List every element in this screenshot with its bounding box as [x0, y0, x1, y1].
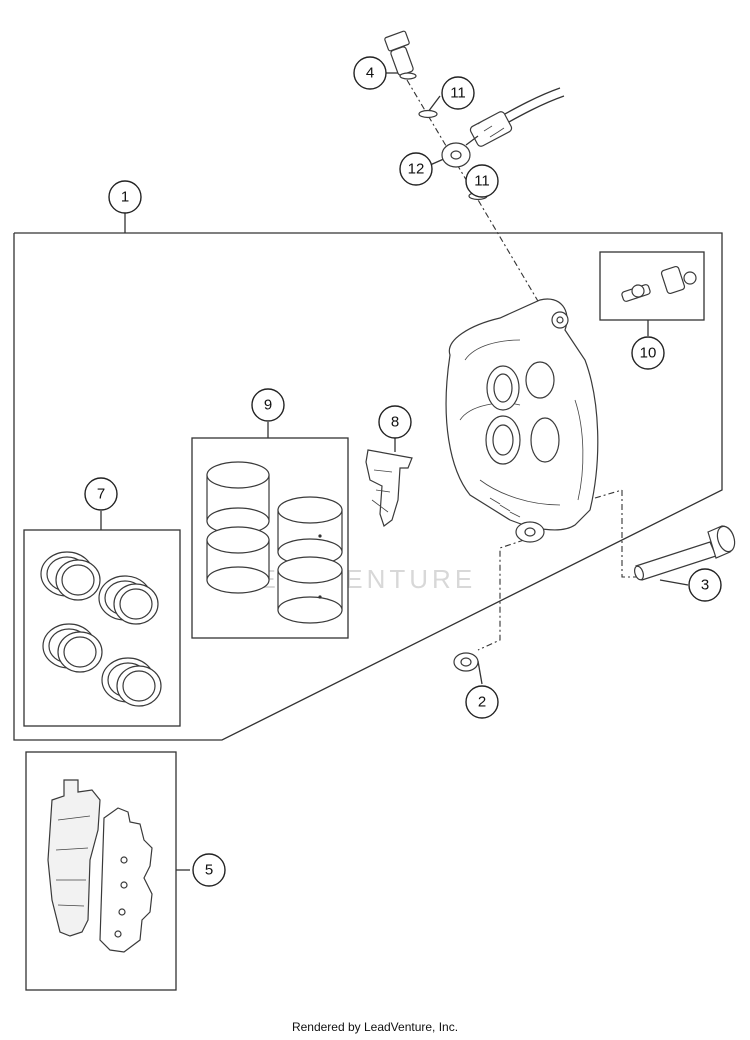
assembly-outline: [13, 232, 723, 741]
sealing-ring-part-11-upper: [418, 109, 438, 119]
bleeder-kit-part-10: [599, 251, 705, 321]
callout-2: 2: [465, 685, 499, 719]
callout-12: 12: [399, 152, 433, 186]
callout-label: 5: [205, 862, 213, 879]
callout-label: 10: [640, 345, 657, 362]
banjo-bolt-part-4: [384, 30, 417, 80]
assembly-dash-lines: [406, 79, 636, 651]
brake-line-part-12: [441, 87, 565, 168]
callout-3: 3: [688, 568, 722, 602]
callout-11-upper: 11: [441, 76, 475, 110]
callout-label: 12: [408, 161, 425, 178]
watermark-text: LEADVENTURE: [240, 564, 476, 594]
callout-label: 3: [701, 577, 709, 594]
brake-caliper-body: [445, 298, 599, 543]
bolt-part-3: [634, 525, 736, 581]
callout-label: 7: [97, 486, 105, 503]
callout-label: 1: [121, 189, 129, 206]
callout-4: 4: [353, 56, 387, 90]
pistons-part-9: [191, 437, 349, 639]
pad-spring-part-8: [365, 449, 413, 527]
callout-11-lower: 11: [465, 164, 499, 198]
callout-label: 4: [366, 65, 374, 82]
callout-7: 7: [84, 477, 118, 511]
seal-rings-part-7: [23, 529, 181, 727]
footer-credit: Rendered by LeadVenture, Inc.: [291, 1020, 459, 1034]
washer-part-2: [453, 652, 479, 672]
callout-1: 1: [108, 180, 142, 214]
callout-label: 11: [474, 173, 490, 190]
callout-label: 8: [391, 414, 399, 431]
callout-label: 11: [450, 85, 466, 102]
callout-label: 2: [478, 694, 486, 711]
callout-9: 9: [251, 388, 285, 422]
callout-5: 5: [192, 853, 226, 887]
brake-pads-part-5: [25, 751, 177, 991]
callout-10: 10: [631, 336, 665, 370]
callout-label: 9: [264, 397, 272, 414]
callout-8: 8: [378, 405, 412, 439]
